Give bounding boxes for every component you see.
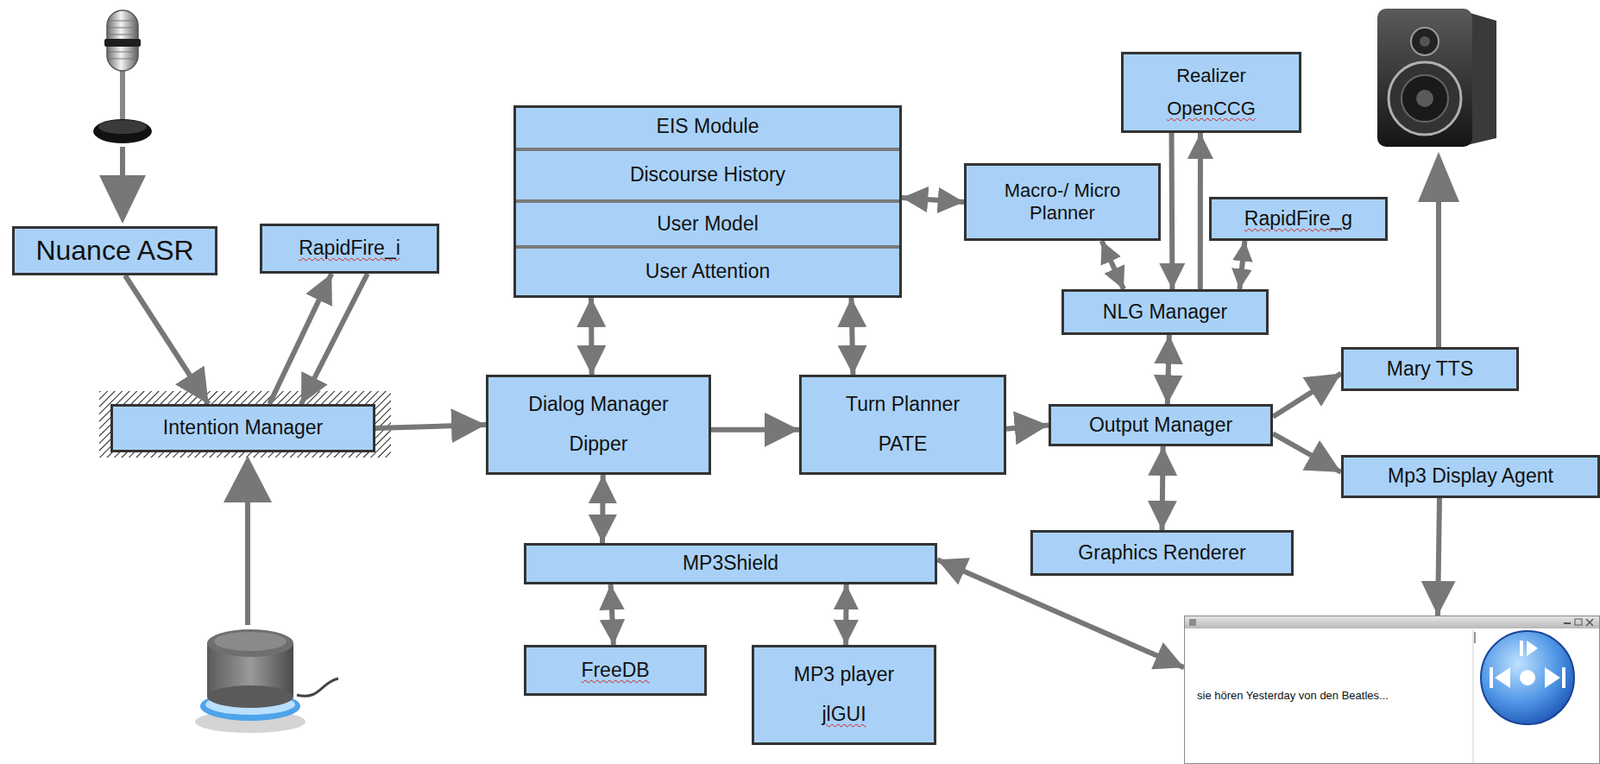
component-label: Macro-/ Micro Planner xyxy=(988,179,1136,226)
component-label: MP3Shield xyxy=(682,551,779,576)
component-label: jlGUI xyxy=(821,702,866,727)
player-window-panel: sie hören Yesterday von den Beatles... xyxy=(1184,615,1600,764)
component-label: Dialog Manager xyxy=(528,392,668,417)
component-box: FreeDB xyxy=(523,644,707,696)
connector-arrow xyxy=(1102,240,1124,290)
connector-arrow xyxy=(843,584,849,645)
input-arrow xyxy=(223,455,272,625)
component-label: PATE xyxy=(878,432,928,457)
component-label: OpenCCG xyxy=(1166,97,1256,120)
connector-arrow xyxy=(1197,132,1204,290)
input-arrow xyxy=(99,146,146,224)
component-box: RealizerOpenCCG xyxy=(1121,51,1302,133)
component-box: Mary TTS xyxy=(1341,346,1519,391)
connector-arrow xyxy=(901,197,964,202)
component-label: Nuance ASR xyxy=(35,233,194,267)
component-label: Output Manager xyxy=(1089,413,1233,438)
selection-hatch xyxy=(99,390,391,458)
connector-arrow xyxy=(851,297,854,375)
component-label: Intention Manager xyxy=(163,415,323,441)
connector-arrow xyxy=(375,424,486,429)
component-label: MP3 player xyxy=(793,662,895,687)
component-box: MP3 player jlGUI xyxy=(751,644,937,745)
component-label: User Model xyxy=(656,212,759,237)
connector-arrow xyxy=(1006,425,1049,429)
component-box: Graphics Renderer xyxy=(1030,529,1294,576)
component-box: RapidFire_i xyxy=(259,223,440,274)
component-label: RapidFire_i xyxy=(298,236,401,261)
component-box: Turn PlannerPATE xyxy=(799,374,1007,475)
component-box: EIS ModuleDiscourse HistoryUser ModelUse… xyxy=(513,105,902,298)
component-box: RapidFire_g xyxy=(1209,196,1388,241)
component-box: Output Manager xyxy=(1048,403,1273,447)
connector-arrow xyxy=(1162,446,1164,530)
component-label: Realizer xyxy=(1176,64,1247,88)
component-label: Turn Planner xyxy=(845,392,960,417)
component-label: User Attention xyxy=(645,259,770,284)
output-arrow xyxy=(1417,151,1460,349)
module-band: User Model xyxy=(516,199,900,246)
connector-arrow xyxy=(599,474,606,543)
connector-arrow xyxy=(269,273,332,404)
connector-arrow xyxy=(1239,240,1245,290)
component-label: FreeDB xyxy=(580,658,649,683)
component-label: Mary TTS xyxy=(1386,357,1475,382)
component-box: Dialog ManagerDipper xyxy=(485,374,712,475)
module-band: User Attention xyxy=(516,245,900,296)
component-box: Intention Manager xyxy=(110,403,376,453)
module-band: Discourse History xyxy=(516,147,900,200)
component-box: Mp3 Display Agent xyxy=(1341,454,1600,498)
knob-controller-icon xyxy=(195,629,339,733)
connector-arrow xyxy=(1272,373,1342,417)
speaker-icon xyxy=(1377,8,1497,147)
connector-arrow xyxy=(1169,132,1176,290)
connector-arrow xyxy=(1272,433,1342,473)
component-label: Graphics Renderer xyxy=(1077,541,1246,566)
connector-arrow xyxy=(301,273,368,404)
component-box: NLG Manager xyxy=(1061,289,1269,335)
component-box: MP3Shield xyxy=(523,542,938,585)
now-playing-text: sie hören Yesterday von den Beatles... xyxy=(1196,688,1389,703)
connector-arrow xyxy=(1437,497,1440,616)
connector-arrow xyxy=(588,297,595,375)
component-box: Macro-/ Micro Planner xyxy=(963,163,1161,241)
component-label: Dipper xyxy=(569,432,629,457)
microphone-icon xyxy=(93,10,152,144)
connector-arrow xyxy=(125,275,209,404)
component-label: NLG Manager xyxy=(1102,300,1228,325)
player-window xyxy=(1184,615,1600,764)
component-label: Mp3 Display Agent xyxy=(1387,464,1554,489)
component-box: Nuance ASR xyxy=(12,226,218,276)
connector-arrow xyxy=(711,427,800,433)
connector-arrow xyxy=(1167,334,1170,404)
component-label: EIS Module xyxy=(656,114,760,139)
component-label: RapidFire_g xyxy=(1244,207,1353,232)
component-label: Discourse History xyxy=(629,163,786,188)
connector-arrow xyxy=(611,584,614,645)
